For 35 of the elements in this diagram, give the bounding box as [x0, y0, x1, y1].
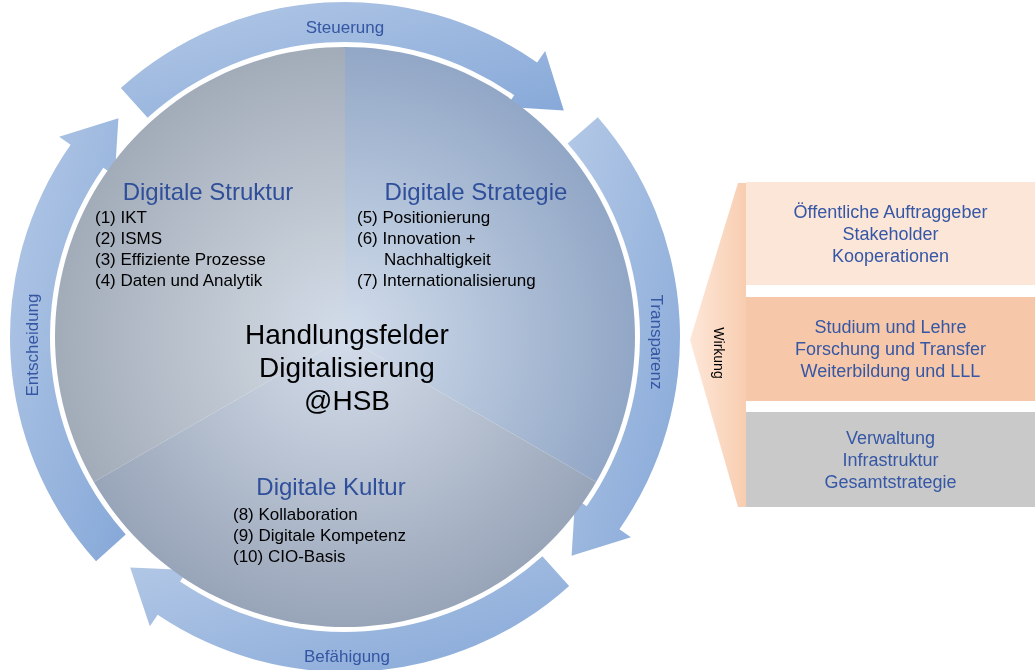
cycle-arrow	[567, 117, 680, 556]
list-item: (8) Kollaboration	[233, 504, 359, 525]
list-item: (1) IKT	[95, 207, 148, 228]
edge-label: Steuerung	[305, 18, 385, 38]
list-item: (3) Effiziente Prozesse	[95, 249, 267, 270]
edge-label: Transparenz	[646, 294, 666, 390]
panel-line: Studium und Lehre	[814, 316, 967, 338]
panel-line: Forschung und Transfer	[794, 338, 987, 360]
list-item: (4) Daten und Analytik	[95, 270, 264, 291]
list-item: (9) Digitale Kompetenz	[233, 525, 407, 546]
edge-label: Entscheidung	[23, 293, 43, 397]
sector-heading: Digitale Strategie	[384, 178, 568, 206]
list-item: (2) ISMS	[95, 228, 164, 249]
panel-line: Öffentliche Auftraggeber	[793, 200, 988, 223]
edge-label: Befähigung	[304, 647, 390, 667]
effect-panel	[746, 297, 1035, 401]
center-title: Handlungsfelder Digitalisierung @HSB	[244, 318, 450, 417]
list-item: (5) Positionierung	[357, 207, 492, 228]
panel-line: Verwaltung	[845, 426, 936, 449]
list-item: (7) Internationalisierung	[357, 270, 537, 291]
panel-line: Kooperationen	[831, 244, 950, 267]
sector-heading: Digitale Kultur	[256, 473, 406, 501]
list-item: (10) CIO-Basis	[233, 546, 347, 567]
panel-line: Weiterbildung und LLL	[800, 360, 981, 382]
pennant-label: Wirkung	[711, 327, 727, 379]
cycle-arrow	[120, 2, 564, 118]
panel-line: Stakeholder	[842, 222, 939, 245]
cycle-arrow	[130, 556, 570, 670]
effect-panel	[746, 182, 1035, 285]
list-item: (6) Innovation + Nachhaltigkeit	[357, 228, 492, 270]
panel-line: Infrastruktur	[842, 448, 939, 471]
cycle-arrow	[10, 118, 126, 562]
effect-panel	[746, 412, 1035, 507]
panel-line: Gesamtstrategie	[824, 470, 957, 493]
sector-heading: Digitale Struktur	[122, 178, 294, 206]
